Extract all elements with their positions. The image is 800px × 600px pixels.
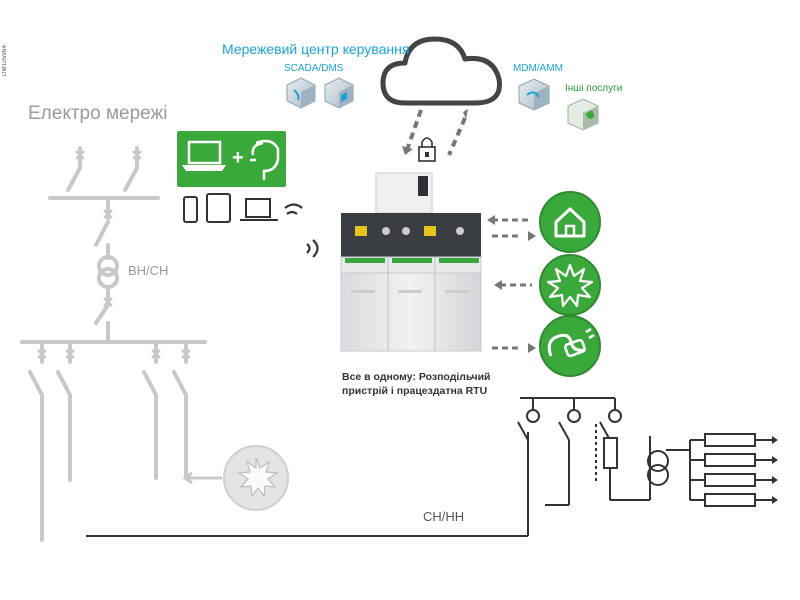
home-icon [539, 191, 601, 253]
cloud-icon [380, 36, 502, 106]
hv-busbar-diagram [20, 146, 207, 542]
server-cube-icon [324, 77, 354, 109]
lv-switch-diagram [517, 397, 772, 507]
mdm-label: MDM/AMM [513, 63, 563, 74]
service-arrowheads [487, 215, 536, 353]
scada-label: SCADA/DMS [284, 63, 344, 74]
wireless-icon [284, 203, 319, 258]
ev-plug-icon [539, 315, 601, 377]
svg-text:+: + [232, 147, 244, 169]
caption-line-1: Все в одному: Розподільчий [342, 371, 491, 383]
devices-icon [183, 193, 278, 223]
fault-indicator-icon [182, 445, 289, 511]
switchgear-caption: Все в одному: Розподільчий пристрій і пр… [342, 370, 542, 398]
switchgear-cabinet [340, 172, 482, 352]
lv-arrowheads [772, 436, 778, 504]
server-cube-icon [567, 98, 599, 131]
service-arrows [492, 218, 532, 350]
other-services-label: Інші послуги [565, 83, 623, 94]
laptop-operator-icon: + [177, 131, 286, 187]
server-cube-icon [518, 78, 550, 111]
transformer-label: ВН/СН [128, 263, 169, 278]
fault-burst-icon [539, 254, 601, 316]
lock-icon [418, 137, 436, 162]
grid-title: Електро мережі [28, 103, 168, 124]
server-cube-icon [286, 77, 316, 109]
control-center-title: Мережевий центр керування [222, 41, 410, 57]
caption-line-2: пристрій і працездатна RTU [342, 385, 488, 397]
mv-lv-label: СН/НН [423, 509, 465, 524]
document-id: DM105964 [2, 45, 8, 76]
breaker-marks [37, 150, 191, 359]
data-link-arrows [405, 109, 467, 156]
mv-lv-line [86, 432, 529, 537]
